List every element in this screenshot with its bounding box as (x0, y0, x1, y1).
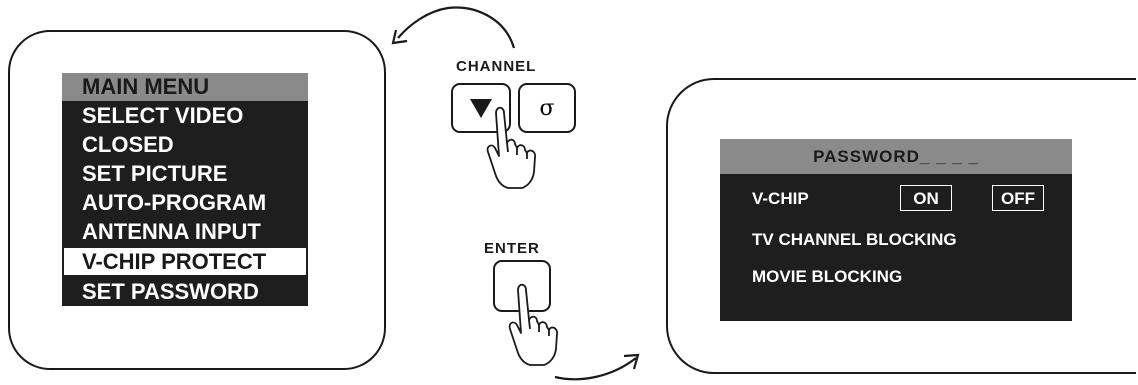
tv-channel-blocking-item[interactable]: TV CHANNEL BLOCKING (752, 230, 957, 249)
channel-up-button[interactable]: σ (518, 83, 576, 133)
main-menu-title: MAIN MENU (62, 73, 308, 101)
vchip-off-option[interactable]: OFF (992, 185, 1044, 211)
channel-label: CHANNEL (456, 58, 537, 75)
hand-pointer-icon (508, 283, 558, 366)
menu-item-v-chip-protect[interactable]: V-CHIP PROTECT (64, 248, 306, 275)
menu-item-auto-program[interactable]: AUTO-PROGRAM (82, 190, 267, 215)
down-triangle-icon (470, 99, 492, 118)
enter-label: ENTER (484, 240, 540, 257)
curved-arrow-left-icon (391, 6, 516, 49)
menu-item-set-password[interactable]: SET PASSWORD (82, 279, 259, 304)
vchip-label: V-CHIP (752, 189, 809, 208)
menu-item-antenna-input[interactable]: ANTENNA INPUT (82, 219, 261, 244)
hand-pointer-icon (486, 106, 536, 189)
sigma-glyph-icon: σ (539, 95, 555, 121)
password-header: PASSWORD_ _ _ _ (720, 139, 1072, 174)
menu-item-select-video[interactable]: SELECT VIDEO (82, 103, 244, 128)
main-menu: MAIN MENU SELECT VIDEO CLOSED SET PICTUR… (62, 73, 308, 306)
password-panel: PASSWORD_ _ _ _ V-CHIP ON OFF TV CHANNEL… (720, 139, 1072, 321)
curved-arrow-right-icon (554, 353, 640, 381)
vchip-on-option[interactable]: ON (900, 185, 952, 211)
menu-item-closed[interactable]: CLOSED (82, 132, 174, 157)
menu-item-set-picture[interactable]: SET PICTURE (82, 161, 228, 186)
movie-blocking-item[interactable]: MOVIE BLOCKING (752, 267, 903, 286)
